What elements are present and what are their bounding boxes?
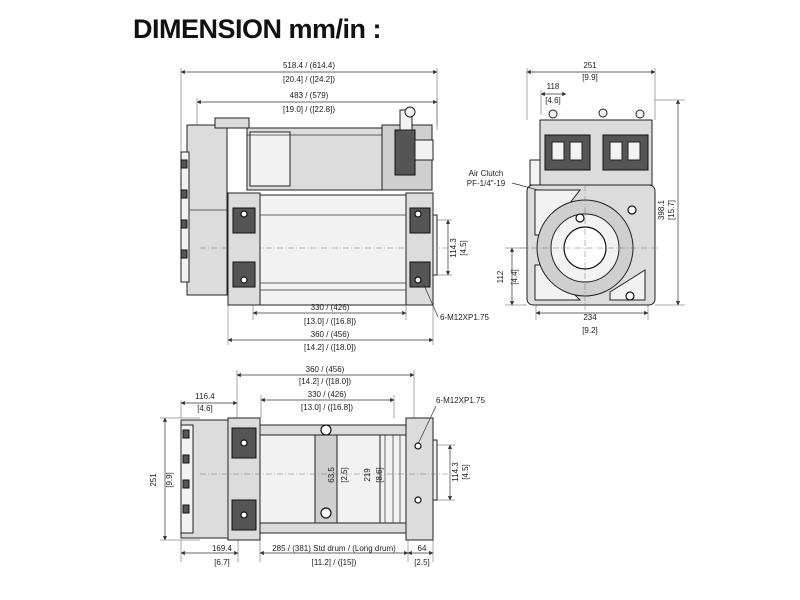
- side-drum-height-in-label: [4.4]: [510, 269, 519, 285]
- top-end-offset-label: 116.4: [195, 392, 215, 401]
- end-length-label: 64: [418, 544, 427, 553]
- drum-center-height-in-label: [4.5]: [459, 240, 468, 256]
- top-mount-bolts-label: 6-M12XP1.75: [436, 396, 485, 405]
- overall-length-in-label: [20.4] / ([24.2]): [283, 75, 335, 84]
- top-view: 360 / (456) [14.2] / ([18.0]) 330 / (426…: [149, 365, 485, 567]
- page-title: DIMENSION mm/in :: [133, 14, 382, 44]
- air-clutch-thread-label: PF-1/4"-19: [467, 179, 506, 188]
- overall-length-label: 518.4 / (614.4): [283, 61, 335, 70]
- side-half-width-in-label: [4.6]: [545, 96, 561, 105]
- top-bolt-offset-label: 114.3: [451, 462, 460, 482]
- drum-flange-label: 63.5: [327, 467, 336, 483]
- drum: [259, 194, 411, 306]
- drum-center-height-label: 114.3: [449, 238, 458, 258]
- side-half-width-label: 118: [547, 82, 560, 91]
- top-bolt-offset-in-label: [4.5]: [461, 464, 470, 480]
- motor-offset-in-label: [6.7]: [214, 558, 230, 567]
- side-view: 251 [9.9] 118 [4.6] Air Clutch PF-1/4"-1…: [467, 61, 685, 335]
- top-frame-length-label: 360 / (456): [306, 365, 345, 374]
- top-width-label: 251: [149, 473, 158, 487]
- side-drum-height-label: 112: [496, 270, 505, 283]
- front-view: 518.4 / (614.4) [20.4] / ([24.2]) 483 / …: [180, 61, 489, 352]
- side-base-width-label: 234: [583, 313, 597, 322]
- top-end-offset-in-label: [4.6]: [197, 404, 213, 413]
- side-top-width-in-label: [9.9]: [582, 73, 598, 82]
- top-frame-length-in-label: [14.2] / ([18.0]): [299, 377, 351, 386]
- drum-length-label: 285 / (381) Std drum / (Long drum): [272, 544, 396, 553]
- top-bolt-spacing-in-label: [13.0] / ([16.8]): [301, 403, 353, 412]
- bolt-spacing-label: 330 / (426): [311, 303, 350, 312]
- drum-dia-label: 219: [363, 468, 372, 482]
- motor-offset-label: 169.4: [212, 544, 233, 553]
- motor-length-in-label: [19.0] / ([22.8]): [283, 105, 335, 114]
- frame-length-label: 360 / (456): [311, 330, 350, 339]
- top-right-frame: [405, 417, 434, 541]
- side-base-width-in-label: [9.2]: [582, 326, 598, 335]
- drum-flange-in-label: [2.5]: [340, 467, 349, 483]
- side-height-label: 398.1: [657, 199, 666, 220]
- top-bolt-spacing-label: 330 / (426): [308, 390, 347, 399]
- side-top-width-label: 251: [583, 61, 597, 70]
- bolt-spacing-in-label: [13.0] / ([16.8]): [304, 317, 356, 326]
- drum-length-in-label: [11.2] / ([15]): [312, 558, 357, 567]
- top-width-in-label: [9.9]: [165, 472, 174, 488]
- frame-length-in-label: [14.2] / ([18.0]): [304, 343, 356, 352]
- mount-bolts-label: 6-M12XP1.75: [440, 313, 489, 322]
- drum-dia-in-label: [8.6]: [375, 467, 384, 483]
- air-clutch-label: Air Clutch: [469, 169, 504, 178]
- motor-length-label: 483 / (579): [290, 91, 329, 100]
- end-length-in-label: [2.5]: [414, 558, 430, 567]
- side-height-in-label: [15.7]: [667, 200, 676, 220]
